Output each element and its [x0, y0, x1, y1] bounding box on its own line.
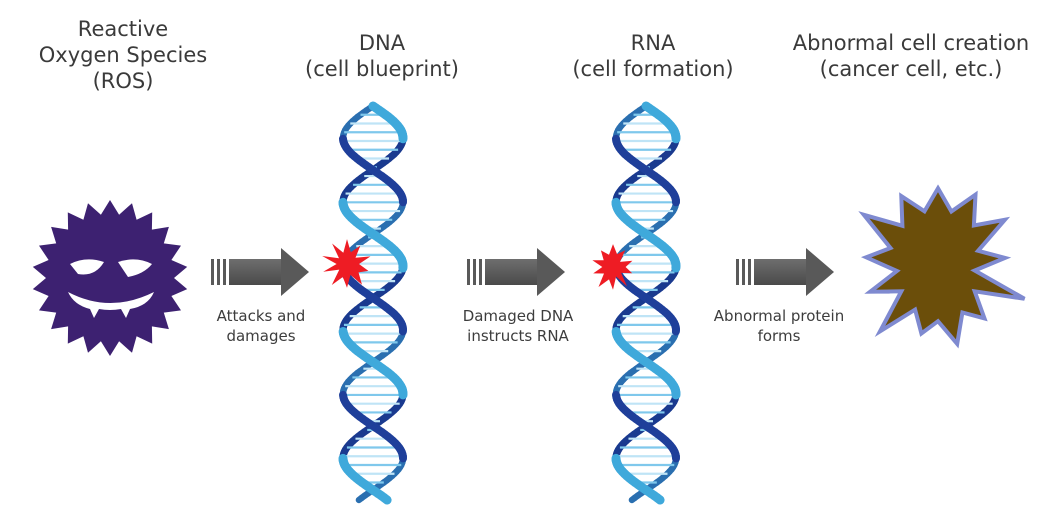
dna-heading: DNA (cell blueprint)	[282, 30, 482, 82]
ros-grin	[68, 292, 154, 318]
arrow-icon	[736, 248, 834, 296]
caption-attacks: Attacks and damages	[196, 306, 326, 346]
ros-virus-icon	[32, 200, 188, 356]
abnormal-cell-icon	[858, 184, 1026, 349]
arrow-icon	[467, 248, 565, 296]
arrow-icon	[211, 248, 309, 296]
ros-body	[32, 200, 188, 356]
rna-heading-line-2: (cell formation)	[572, 57, 734, 81]
abnormal-heading: Abnormal cell creation (cancer cell, etc…	[778, 30, 1044, 82]
damage-burst-icon	[592, 244, 633, 290]
ros-right-eye	[118, 259, 152, 277]
caption-attacks-line-2: damages	[226, 327, 296, 345]
dna-heading-line-2: (cell blueprint)	[305, 57, 459, 81]
damage-burst-icon	[322, 239, 371, 288]
rna-heading: RNA (cell formation)	[553, 30, 753, 82]
abnormal-heading-line-1: Abnormal cell creation	[792, 31, 1030, 55]
ros-heading-line-1: Reactive	[77, 17, 169, 41]
dna-helix-icon	[338, 101, 408, 505]
caption-instructs-line-1: Damaged DNA	[462, 307, 574, 325]
ros-left-eye	[70, 259, 104, 275]
rna-heading-line-1: RNA	[630, 31, 676, 55]
ros-heading: Reactive Oxygen Species (ROS)	[18, 16, 228, 94]
rna-helix-icon	[611, 101, 681, 505]
ros-heading-line-3: (ROS)	[92, 69, 154, 93]
caption-attacks-line-1: Attacks and	[216, 307, 306, 325]
caption-protein-line-1: Abnormal protein	[713, 307, 845, 325]
caption-protein: Abnormal protein forms	[704, 306, 854, 346]
dna-heading-line-1: DNA	[358, 31, 406, 55]
ros-heading-line-2: Oxygen Species	[38, 43, 208, 67]
abnormal-heading-line-2: (cancer cell, etc.)	[819, 57, 1003, 81]
caption-instructs: Damaged DNA instructs RNA	[448, 306, 588, 346]
caption-protein-line-2: forms	[757, 327, 801, 345]
caption-instructs-line-2: instructs RNA	[467, 327, 569, 345]
